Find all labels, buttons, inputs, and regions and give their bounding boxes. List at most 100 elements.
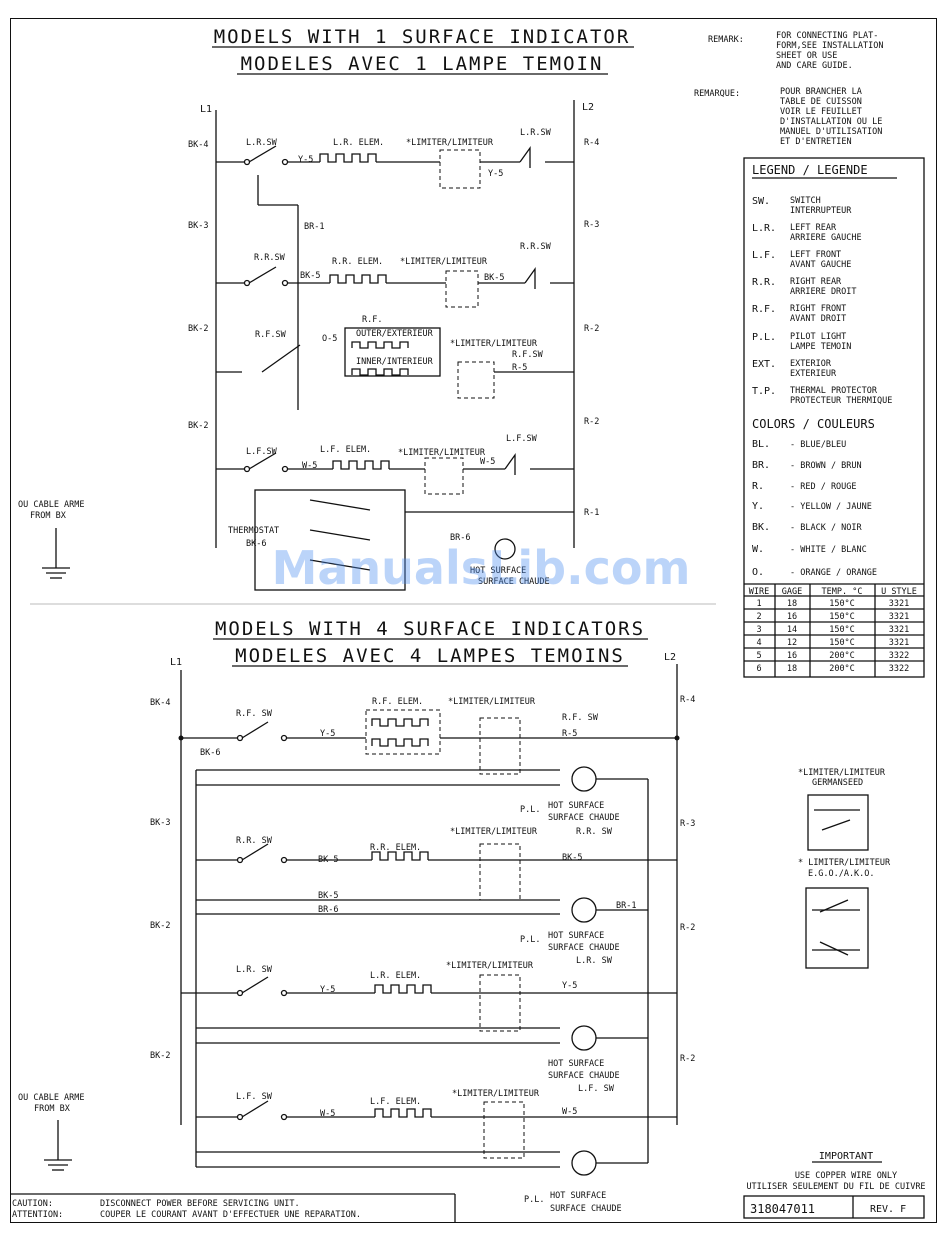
circuit-wire-label: W-5	[302, 461, 317, 471]
hot-surface-label: HOT SURFACE	[548, 1059, 604, 1069]
remarque-line: POUR BRANCHER LA	[780, 87, 862, 97]
left-wire-label: BK-2	[188, 324, 208, 334]
cable-text: FROM BX	[30, 511, 67, 521]
legend-fr: LAMPE TEMOIN	[790, 342, 851, 352]
bk5-label: BK-5	[318, 891, 338, 901]
circuit-element-label: L.F. ELEM.	[320, 445, 371, 455]
limiter-note: *LIMITER/LIMITEUR	[798, 768, 886, 778]
hot-surface-label: HOT SURFACE	[470, 566, 526, 576]
table-cell: 150°C	[829, 638, 855, 648]
caution-label: CAUTION:	[12, 1199, 53, 1209]
circuit-wire-label: O-5	[322, 334, 337, 344]
bottom-l2-label: L2	[664, 652, 676, 663]
circuit-wire2-label: Y-5	[562, 981, 577, 991]
right-wire-label: R-2	[584, 417, 599, 427]
table-cell: 3322	[889, 651, 909, 661]
circuit-switch-label: R.F.SW	[255, 330, 287, 340]
cable-note-bottom: OU CABLE ARME FROM BX	[18, 1093, 85, 1171]
bk6-label: BK-6	[246, 539, 266, 549]
table-cell: 3321	[889, 625, 909, 635]
remarque-label: REMARQUE:	[694, 89, 740, 99]
circuit-limiter-label: *LIMITER/LIMITEUR	[450, 339, 538, 349]
table-cell: 16	[787, 612, 797, 622]
legend-en: PILOT LIGHT	[790, 332, 846, 342]
top-l1-label: L1	[200, 104, 212, 115]
color-text: - WHITE / BLANC	[790, 545, 867, 555]
important-title: IMPORTANT	[819, 1151, 873, 1162]
circuit-limiter-label: *LIMITER/LIMITEUR	[406, 138, 494, 148]
circuit-element-label: R.R. ELEM.	[332, 257, 383, 267]
outer-label: OUTER/EXTERIEUR	[356, 329, 434, 339]
table-cell: 16	[787, 651, 797, 661]
limiter-note: E.G.O./A.K.O.	[808, 869, 875, 879]
limiter-detail: *LIMITER/LIMITEUR GERMANSEED * LIMITER/L…	[798, 768, 891, 969]
circuit-wire-label: Y-5	[320, 729, 335, 739]
table-header: GAGE	[782, 587, 802, 597]
table-cell: 3	[756, 625, 761, 635]
table-cell: 1	[756, 599, 761, 609]
pl-label: P.L.	[520, 935, 540, 945]
inner-label: INNER/INTERIEUR	[356, 357, 434, 367]
bottom-title-en: MODELS WITH 4 SURFACE INDICATORS	[215, 618, 645, 640]
table-cell: 2	[756, 612, 761, 622]
watermark: ManualsLib.com	[272, 541, 691, 595]
top-l2-label: L2	[582, 102, 594, 113]
table-cell: 6	[756, 664, 761, 674]
surface-chaude-label: SURFACE CHAUDE	[548, 1071, 620, 1081]
circuit-wire-label: Y-5	[298, 155, 313, 165]
caution-bar: CAUTION: DISCONNECT POWER BEFORE SERVICI…	[10, 1193, 456, 1223]
color-code: BL.	[752, 439, 770, 450]
attention-label: ATTENTION:	[12, 1210, 63, 1220]
legend-code: T.P.	[752, 386, 776, 397]
remark-line: AND CARE GUIDE.	[776, 61, 853, 71]
remarque-line: ET D'ENTRETIEN	[780, 137, 852, 147]
cable-text: FROM BX	[34, 1104, 71, 1114]
circuit-switch-label: L.F.SW	[246, 447, 278, 457]
bk6-label: BK-6	[200, 748, 220, 758]
top-title-en: MODELS WITH 1 SURFACE INDICATOR	[214, 26, 631, 48]
color-text: - BLUE/BLEU	[790, 440, 846, 450]
circuit-wire-label: W-5	[320, 1109, 335, 1119]
legend-en: RIGHT REAR	[790, 277, 842, 287]
circuit-switch2-label: L.F.SW	[506, 434, 538, 444]
right-wire-label: R-4	[584, 138, 599, 148]
drawing-frame	[10, 18, 937, 1223]
table-header: U STYLE	[881, 587, 917, 597]
right-wire-label: R-2	[680, 923, 695, 933]
legend-code: L.R.	[752, 223, 776, 234]
legend-en: THERMAL PROTECTOR	[790, 386, 878, 396]
important-note: IMPORTANT USE COPPER WIRE ONLY UTILISER …	[746, 1151, 925, 1192]
important-line: USE COPPER WIRE ONLY	[795, 1171, 897, 1181]
circuit-wire2-label: Y-5	[488, 169, 503, 179]
part-number-block: 318047011 REV. F	[743, 1195, 925, 1219]
left-wire-label: BK-2	[188, 421, 208, 431]
table-cell: 18	[787, 664, 797, 674]
remark-block: REMARK: FOR CONNECTING PLAT- FORM,SEE IN…	[694, 31, 883, 147]
left-wire-label: BK-4	[150, 698, 170, 708]
circuit-wire2-label: W-5	[562, 1107, 577, 1117]
circuit-wire-label: BK-5	[300, 271, 320, 281]
table-header: WIRE	[749, 587, 769, 597]
table-cell: 3321	[889, 612, 909, 622]
circuit-element-label: R.R. ELEM.	[370, 843, 421, 853]
legend-fr: PROTECTEUR THERMIQUE	[790, 396, 892, 406]
right-wire-label: R-3	[680, 819, 695, 829]
cable-text: OU CABLE ARME	[18, 1093, 85, 1103]
remarque-line: MANUEL D'UTILISATION	[780, 127, 882, 137]
right-wire-label: R-4	[680, 695, 695, 705]
colors-title: COLORS / COULEURS	[752, 417, 875, 431]
circuit-switch2-label: R.R. SW	[576, 827, 613, 837]
circuit-element-label: R.F.	[362, 315, 382, 325]
color-text: - BLACK / NOIR	[790, 523, 863, 533]
circuit-switch2-label: L.R.SW	[520, 128, 552, 138]
circuit-element-label: L.R. ELEM.	[370, 971, 421, 981]
color-code: BR.	[752, 460, 770, 471]
color-text: - YELLOW / JAUNE	[790, 502, 872, 512]
remark-line: FOR CONNECTING PLAT-	[776, 31, 878, 41]
legend-code: R.F.	[752, 304, 776, 315]
color-text: - ORANGE / ORANGE	[790, 568, 877, 578]
legend-code: R.R.	[752, 277, 776, 288]
circuit-switch2-label: R.F.SW	[512, 350, 544, 360]
bottom-title-fr: MODELES AVEC 4 LAMPES TEMOINS	[235, 645, 625, 667]
